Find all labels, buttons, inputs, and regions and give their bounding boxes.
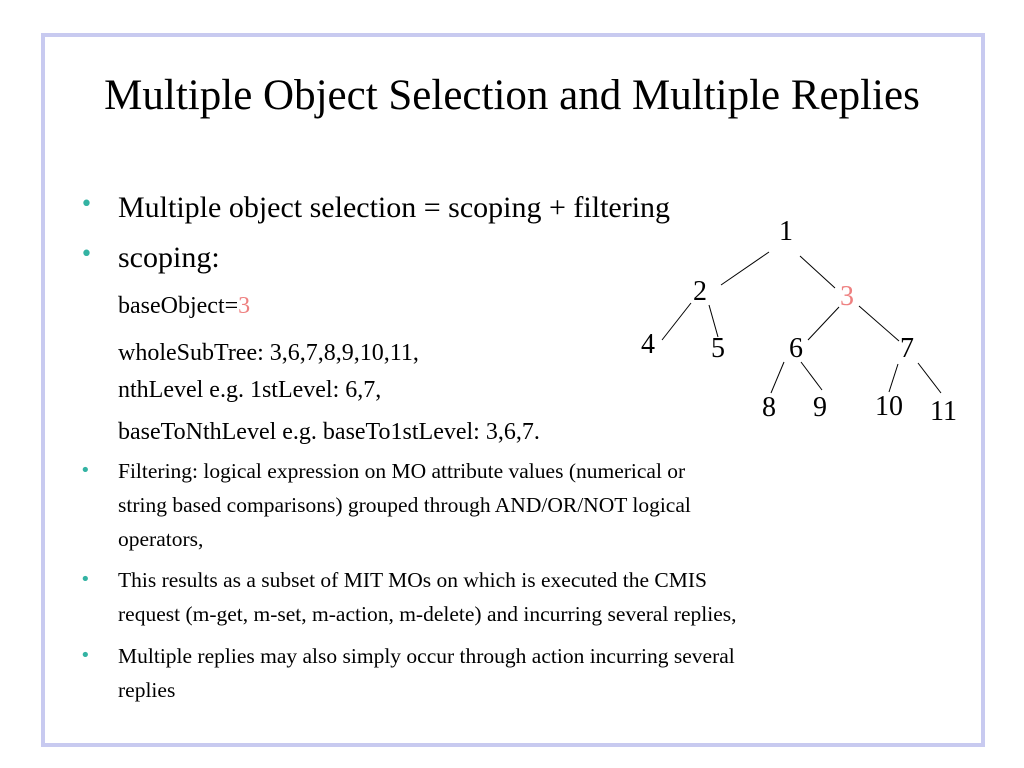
bullet-text-results-line1: This results as a subset of MIT MOs on w…	[118, 568, 707, 592]
bullet-text-replies-line1: Multiple replies may also simply occur t…	[118, 644, 735, 668]
scoping-wholesubtree: wholeSubTree: 3,6,7,8,9,10,11,	[118, 340, 419, 366]
slide-title: Multiple Object Selection and Multiple R…	[104, 72, 920, 119]
tree-node-1: 1	[779, 216, 793, 247]
slide-frame	[41, 33, 985, 747]
tree-node-4: 4	[641, 329, 655, 360]
tree-node-8: 8	[762, 392, 776, 423]
tree-node-9: 9	[813, 392, 827, 423]
tree-node-3: 3	[840, 281, 854, 312]
bullet-text-filtering-line3: operators,	[118, 527, 204, 551]
tree-node-5: 5	[711, 333, 725, 364]
bullet-text-replies-line2: replies	[118, 678, 176, 702]
bullet-icon: •	[80, 460, 91, 481]
tree-node-6: 6	[789, 333, 803, 364]
bullet-text-results-line2: request (m-get, m-set, m-action, m-delet…	[118, 602, 737, 626]
bullet-icon: •	[80, 569, 91, 590]
bullet-text-scoping: scoping:	[118, 241, 220, 274]
bullet-icon: •	[80, 192, 93, 217]
bullet-text-filtering-line1: Filtering: logical expression on MO attr…	[118, 459, 686, 483]
tree-node-10: 10	[875, 391, 903, 422]
bullet-text-multiple-object-selection: Multiple object selection = scoping + fi…	[118, 191, 671, 224]
baseobject-value: 3	[238, 293, 251, 319]
baseobject-label: baseObject=	[118, 293, 239, 319]
tree-node-2: 2	[693, 276, 707, 307]
scoping-baseobject: baseObject=3	[118, 290, 250, 322]
tree-node-11: 11	[930, 396, 957, 427]
scoping-nthlevel: nthLevel e.g. 1stLevel: 6,7,	[118, 377, 382, 403]
tree-node-7: 7	[900, 333, 914, 364]
bullet-icon: •	[80, 645, 91, 666]
bullet-text-filtering-line2: string based comparisons) grouped throug…	[118, 493, 691, 517]
scoping-basetonthlevel: baseToNthLevel e.g. baseTo1stLevel: 3,6,…	[118, 419, 540, 445]
bullet-icon: •	[80, 242, 93, 267]
